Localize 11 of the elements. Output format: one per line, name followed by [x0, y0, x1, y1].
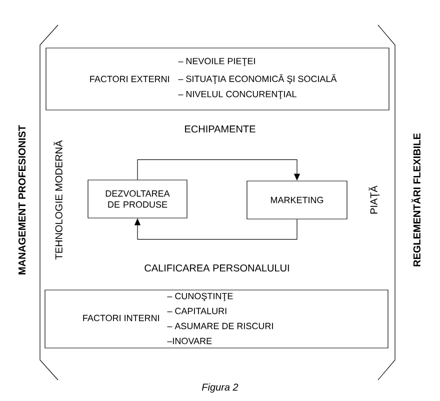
factor-label: TEHNOLOGIE MODERNĂ	[54, 140, 62, 260]
factor-box: FACTORI INTERNI – CUNOŞTINŢE – CAPITALURI – ASUMARE DE RISCURI –INOVARE	[44, 290, 388, 348]
factor-box: FACTORI EXTERNI – NEVOILE PIEŢEI – SITUAŢIA ECONOMICĂ ŞI SOCIALĂ – NIVELUL CONCURENŢIAL	[46, 48, 390, 110]
side-label: REGLEMENTĂRI FLEXIBILE	[412, 133, 420, 266]
caption: Figura 2	[202, 383, 238, 393]
process-box: MARKETING	[246, 180, 348, 220]
factor-label: PIAŢĂ	[368, 186, 380, 214]
side-label: MANAGEMENT PROFESIONIST	[18, 125, 26, 274]
factor-label: CALIFICAREA PERSONALULUI	[144, 264, 289, 272]
factor-label: ECHIPAMENTE	[185, 125, 256, 133]
process-box: DEZVOLTAREA DE PRODUSE	[88, 180, 188, 218]
